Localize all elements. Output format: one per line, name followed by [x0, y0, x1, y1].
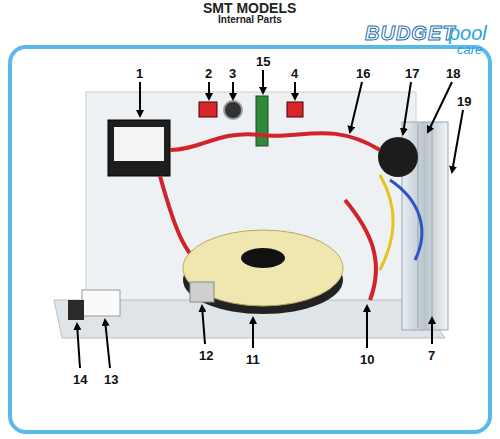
- circuit-board: [256, 96, 268, 146]
- leader-arrow: [252, 318, 254, 348]
- cable-gland: [68, 300, 84, 320]
- leader-arrow: [208, 82, 210, 99]
- knob: [224, 101, 242, 119]
- title: SMT MODELS: [203, 1, 296, 15]
- module-label: [114, 127, 164, 161]
- callout-number: 4: [291, 67, 298, 80]
- callout-number: 19: [457, 95, 471, 108]
- callout-number: 7: [428, 349, 435, 362]
- wire: [170, 133, 380, 150]
- logo-word: BUDGET: [365, 23, 455, 43]
- wire: [380, 175, 393, 270]
- fuse-holder: [378, 137, 418, 177]
- leader-arrow: [202, 306, 205, 344]
- subtitle: Internal Parts: [218, 15, 282, 25]
- switch: [199, 102, 217, 117]
- leader-arrows: [77, 70, 463, 368]
- heat-sink-fin: [432, 124, 433, 328]
- callout-number: 10: [360, 353, 374, 366]
- frame: [10, 47, 490, 432]
- callout-number: 1: [136, 67, 143, 80]
- leader-arrow: [431, 318, 433, 344]
- callout-number: 11: [246, 353, 260, 366]
- callout-number: 2: [205, 67, 212, 80]
- callout-number: 17: [405, 67, 419, 80]
- callout-number: 18: [446, 67, 460, 80]
- leader-arrow: [403, 82, 411, 134]
- leader-arrow: [139, 82, 141, 116]
- callout-number: 14: [73, 373, 87, 386]
- leader-arrow: [428, 82, 452, 132]
- control-module: [108, 120, 170, 176]
- callout-number: 12: [199, 349, 213, 362]
- callout-number: 3: [229, 67, 236, 80]
- transformer-core: [241, 248, 285, 268]
- leader-arrow: [232, 82, 234, 99]
- leader-arrow: [366, 306, 368, 348]
- logo-word: care: [457, 43, 482, 56]
- leader-arrow: [105, 320, 110, 368]
- transformer: [183, 230, 343, 306]
- leader-arrow: [262, 70, 264, 93]
- bracket: [190, 282, 214, 302]
- leader-arrow: [294, 82, 296, 99]
- callout-number: 13: [104, 373, 118, 386]
- switch: [287, 102, 303, 117]
- wire: [390, 180, 422, 260]
- wire: [345, 200, 376, 300]
- callout-number: 16: [356, 67, 370, 80]
- callout-number: 15: [256, 55, 270, 68]
- leader-arrow: [77, 324, 80, 368]
- leader-arrow: [452, 110, 463, 172]
- terminal-block: [82, 290, 120, 316]
- logo-word: pool: [449, 23, 487, 43]
- leader-arrow: [350, 82, 362, 132]
